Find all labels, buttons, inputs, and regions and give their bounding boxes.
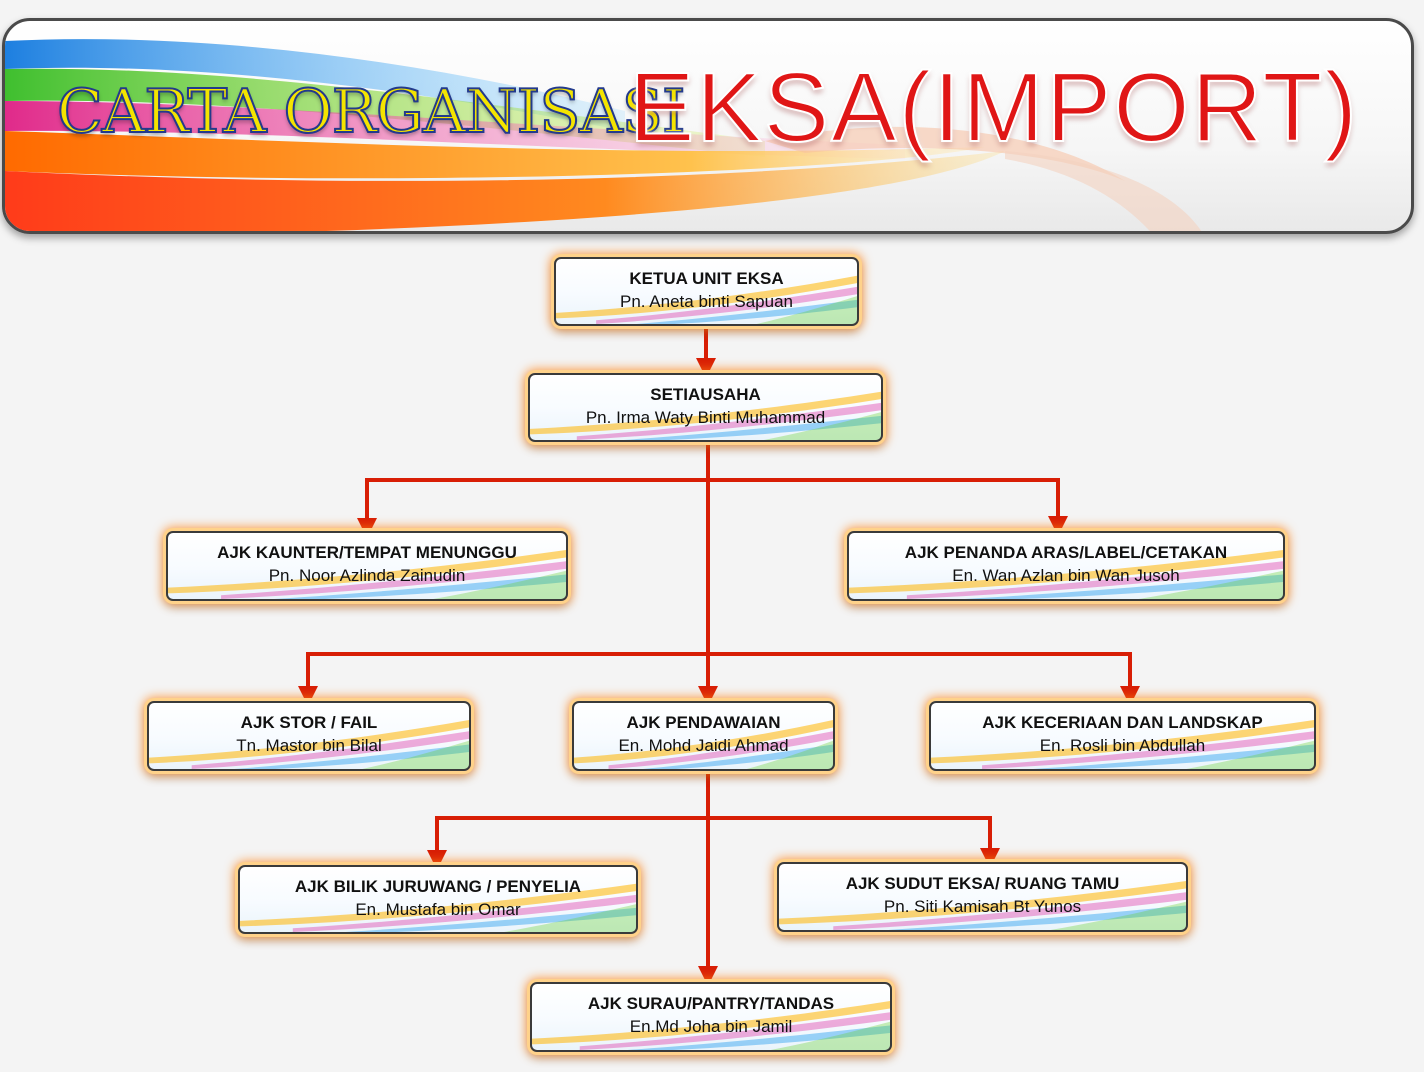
node-person-name: En. Rosli bin Abdullah bbox=[1039, 736, 1206, 755]
rainbow-swoosh-graphic bbox=[5, 39, 1202, 231]
node-role: AJK KECERIAAN DAN LANDSKAP bbox=[982, 713, 1263, 732]
node-role: AJK STOR / FAIL bbox=[240, 713, 378, 732]
connector-level2-horizontal bbox=[306, 652, 1132, 696]
node-person-name: Pn. Aneta binti Sapuan bbox=[620, 292, 793, 311]
node-role: AJK PENDAWAIAN bbox=[626, 713, 781, 732]
swoosh-decoration bbox=[532, 1000, 890, 1050]
node-ajk-bilik-juruwang: AJK BILIK JURUWANG / PENYELIA En. Mustaf… bbox=[238, 865, 638, 934]
title-eksa-import: EKSA(IMPORT) bbox=[628, 51, 1360, 163]
connector-level3-horizontal bbox=[435, 816, 992, 860]
node-role: AJK SUDUT EKSA/ RUANG TAMU bbox=[845, 874, 1120, 893]
swoosh-decoration bbox=[168, 549, 566, 599]
swoosh-decoration bbox=[530, 391, 881, 440]
node-role: AJK PENANDA ARAS/LABEL/CETAKAN bbox=[904, 543, 1228, 562]
node-ajk-penanda-aras: AJK PENANDA ARAS/LABEL/CETAKAN En. Wan A… bbox=[847, 531, 1285, 601]
node-person-name: En.Md Joha bin Jamil bbox=[629, 1017, 793, 1036]
node-role: AJK BILIK JURUWANG / PENYELIA bbox=[294, 877, 582, 896]
node-person-name: Pn. Noor Azlinda Zainudin bbox=[268, 566, 466, 585]
node-ajk-surau: AJK SURAU/PANTRY/TANDAS En.Md Joha bin J… bbox=[530, 982, 892, 1052]
node-person-name: Pn. Siti Kamisah Bt Yunos bbox=[883, 897, 1082, 916]
node-setiausaha: SETIAUSAHA Pn. Irma Waty Binti Muhammad bbox=[528, 373, 883, 442]
banner: CARTA ORGANISASI EKSA(IMPORT) bbox=[2, 18, 1414, 234]
swoosh-decoration bbox=[556, 275, 857, 324]
node-role: AJK KAUNTER/TEMPAT MENUNGGU bbox=[217, 543, 517, 562]
swoosh-decoration bbox=[779, 880, 1186, 930]
connector-level1-horizontal bbox=[365, 478, 1060, 528]
node-role: AJK SURAU/PANTRY/TANDAS bbox=[587, 994, 835, 1013]
node-role: KETUA UNIT EKSA bbox=[629, 269, 784, 288]
node-person-name: En. Mustafa bin Omar bbox=[355, 900, 521, 919]
swoosh-decoration bbox=[849, 549, 1283, 599]
title-carta-organisasi: CARTA ORGANISASI bbox=[56, 76, 687, 148]
node-person-name: En. Mohd Jaidi Ahmad bbox=[618, 736, 789, 755]
node-ajk-sudut-eksa: AJK SUDUT EKSA/ RUANG TAMU Pn. Siti Kami… bbox=[777, 862, 1188, 932]
swoosh-decoration bbox=[574, 719, 833, 769]
node-person-name: Pn. Irma Waty Binti Muhammad bbox=[585, 408, 826, 427]
swoosh-decoration bbox=[240, 883, 636, 932]
node-person-name: En. Wan Azlan bin Wan Jusoh bbox=[952, 566, 1180, 585]
node-ajk-stor-fail: AJK STOR / FAIL Tn. Mastor bin Bilal bbox=[147, 701, 471, 771]
swoosh-decoration bbox=[931, 719, 1314, 769]
swoosh-decoration bbox=[149, 719, 469, 769]
node-ajk-kaunter: AJK KAUNTER/TEMPAT MENUNGGU Pn. Noor Azl… bbox=[166, 531, 568, 601]
node-ketua-unit-eksa: KETUA UNIT EKSA Pn. Aneta binti Sapuan bbox=[554, 257, 859, 326]
node-person-name: Tn. Mastor bin Bilal bbox=[236, 736, 382, 755]
node-ajk-pendawaian: AJK PENDAWAIAN En. Mohd Jaidi Ahmad bbox=[572, 701, 835, 771]
node-ajk-keceriaan: AJK KECERIAAN DAN LANDSKAP En. Rosli bin… bbox=[929, 701, 1316, 771]
node-role: SETIAUSAHA bbox=[650, 385, 761, 404]
